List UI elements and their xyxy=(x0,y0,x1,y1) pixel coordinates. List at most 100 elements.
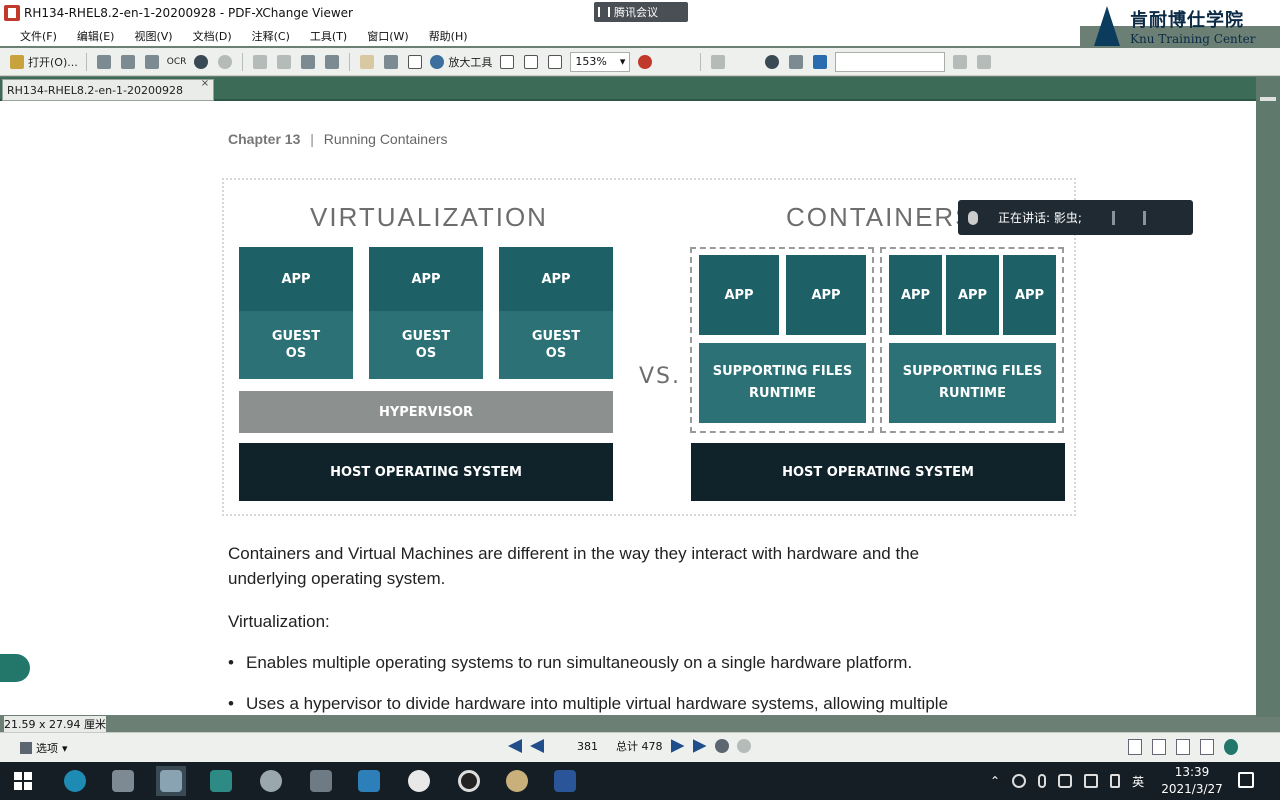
save-button[interactable] xyxy=(95,52,113,72)
meeting-icon xyxy=(358,770,380,792)
taskbar-app-8[interactable] xyxy=(404,766,434,796)
supporting-files-runtime: SUPPORTING FILES RUNTIME xyxy=(699,343,866,423)
select-text-button[interactable] xyxy=(406,52,424,72)
edit-button[interactable] xyxy=(787,52,805,72)
rotate-right-button[interactable] xyxy=(323,52,341,72)
notification-icon[interactable] xyxy=(1238,772,1254,788)
open-button[interactable]: 打开(O)... xyxy=(10,52,78,72)
search-input[interactable] xyxy=(835,51,946,72)
facing-icon[interactable] xyxy=(1176,739,1190,755)
menu-help[interactable]: 帮助(H) xyxy=(428,30,468,43)
menu-edit[interactable]: 编辑(E) xyxy=(76,30,115,43)
forward-view-icon[interactable] xyxy=(736,739,751,753)
volume-icon[interactable] xyxy=(1110,774,1121,788)
print-button[interactable] xyxy=(119,52,137,72)
rotate-left-button[interactable] xyxy=(299,52,317,72)
current-page-input[interactable]: 381 xyxy=(577,739,598,753)
meeting-indicator[interactable]: 腾讯会议 xyxy=(594,2,688,22)
hand-tool-button[interactable] xyxy=(358,52,376,72)
media-icon xyxy=(408,770,430,792)
prev-page-icon[interactable] xyxy=(530,739,544,753)
fit-page-button[interactable] xyxy=(498,52,516,72)
settings-icon[interactable] xyxy=(1224,739,1238,755)
rotate-left-icon xyxy=(301,54,316,69)
menu-tools[interactable]: 工具(T) xyxy=(309,30,348,43)
options-button[interactable]: 选项 ▾ xyxy=(20,740,68,756)
zoom-out-button[interactable] xyxy=(636,52,654,72)
taskbar-meeting[interactable] xyxy=(354,766,384,796)
next-page-icon[interactable] xyxy=(670,739,685,753)
separator xyxy=(242,52,244,71)
system-tray: ⌃ 英 xyxy=(990,762,1144,800)
taskbar-store[interactable] xyxy=(108,766,138,796)
clock[interactable]: 13:39 2021/3/27 xyxy=(1160,764,1224,798)
host-os-containers: HOST OPERATING SYSTEM xyxy=(691,443,1065,501)
forward-button[interactable] xyxy=(216,52,234,72)
snapshot-button[interactable] xyxy=(382,52,400,72)
facing-continuous-icon[interactable] xyxy=(1200,739,1214,755)
taskbar-edge[interactable] xyxy=(60,766,90,796)
close-icon[interactable]: × xyxy=(200,78,210,89)
menu-view[interactable]: 视图(V) xyxy=(134,30,173,43)
ocr-button[interactable]: OCR xyxy=(167,52,187,72)
windows-start-icon[interactable] xyxy=(14,772,32,790)
network-icon[interactable] xyxy=(1084,774,1099,788)
menu-comments[interactable]: 注释(C) xyxy=(251,30,290,43)
taskbar-pdf-viewer[interactable] xyxy=(156,766,186,796)
document-tab[interactable]: RH134-RHEL8.2-en-1-20200928 × xyxy=(2,78,214,101)
toolbar: 打开(O)... OCR 放大工具 153% ▾ xyxy=(0,48,1280,76)
taskbar-word[interactable] xyxy=(550,766,580,796)
comment-icon xyxy=(711,54,726,69)
zoom-tool-button[interactable]: 放大工具 xyxy=(430,52,492,72)
last-page-icon[interactable] xyxy=(692,739,707,753)
pause-icon xyxy=(598,7,610,17)
fit-width-icon xyxy=(524,54,539,69)
taskbar-app-9[interactable] xyxy=(454,766,484,796)
find-button[interactable] xyxy=(951,52,969,72)
continuous-icon[interactable] xyxy=(1152,739,1166,755)
speaker-popup: 正在讲话: 影虫; xyxy=(958,200,1193,235)
actual-size-button[interactable] xyxy=(546,52,564,72)
document-view[interactable]: Chapter 13 | Running Containers VIRTUALI… xyxy=(0,101,1256,715)
taskbar-app-6[interactable] xyxy=(306,766,336,796)
back-view-icon[interactable] xyxy=(714,739,729,753)
add-button[interactable] xyxy=(763,52,781,72)
container-app: APP xyxy=(1003,255,1056,335)
link-button[interactable] xyxy=(811,52,829,72)
menu-window[interactable]: 窗口(W) xyxy=(367,30,409,43)
email-icon xyxy=(144,54,159,69)
taskbar-app-10[interactable] xyxy=(502,766,532,796)
tray-hand-icon[interactable] xyxy=(1058,774,1073,788)
ime-indicator[interactable]: 英 xyxy=(1132,774,1145,789)
email-button[interactable] xyxy=(143,52,161,72)
fit-width-button[interactable] xyxy=(522,52,540,72)
fit-page-icon xyxy=(500,54,515,69)
menu-document[interactable]: 文档(D) xyxy=(192,30,232,43)
scroll-thumb[interactable] xyxy=(1260,97,1276,101)
vm-stack: APP GUEST OS xyxy=(239,247,353,379)
pencil-icon xyxy=(789,54,804,69)
find-options-button[interactable] xyxy=(975,52,993,72)
tray-record-icon[interactable] xyxy=(1012,774,1027,788)
vertical-scrollbar[interactable] xyxy=(1256,77,1280,717)
document-tab-label: RH134-RHEL8.2-en-1-20200928 xyxy=(7,83,183,97)
single-page-icon[interactable] xyxy=(1128,739,1142,755)
tray-mic-icon[interactable] xyxy=(1038,774,1047,788)
pdf-viewer-icon xyxy=(160,770,182,792)
camera-icon xyxy=(384,54,399,69)
back-button[interactable] xyxy=(192,52,210,72)
taskbar-app-5[interactable] xyxy=(256,766,286,796)
first-page-icon[interactable] xyxy=(508,739,522,753)
vs-label: VS. xyxy=(639,364,682,389)
undo-button[interactable] xyxy=(251,52,269,72)
side-panel-toggle[interactable] xyxy=(0,654,30,682)
menu-file[interactable]: 文件(F) xyxy=(20,30,57,43)
paint-icon xyxy=(506,770,528,792)
redo-button[interactable] xyxy=(275,52,293,72)
tray-expand-icon[interactable]: ⌃ xyxy=(990,774,1001,788)
taskbar-app-4[interactable] xyxy=(206,766,236,796)
hypervisor-layer: HYPERVISOR xyxy=(239,391,613,433)
zoom-select[interactable]: 153% ▾ xyxy=(570,51,631,72)
comment-button[interactable] xyxy=(709,52,727,72)
menu-bar: 文件(F) 编辑(E) 视图(V) 文档(D) 注释(C) 工具(T) 窗口(W… xyxy=(0,26,1080,46)
